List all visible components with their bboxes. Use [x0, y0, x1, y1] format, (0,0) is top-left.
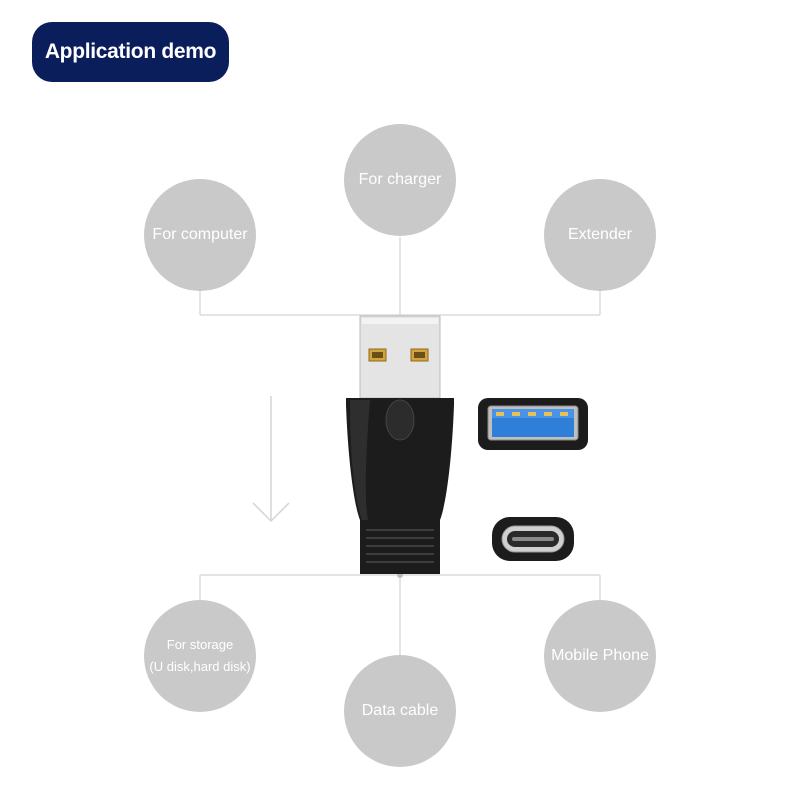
- use-sublabel: (U disk,hard disk): [149, 659, 251, 674]
- adapter-body: [346, 398, 454, 574]
- use-label: For storage: [166, 636, 234, 652]
- bottom-connector-lines: [199, 574, 601, 655]
- page-title: Application demo: [44, 40, 217, 63]
- use-label: Extender: [567, 226, 633, 243]
- use-for-computer: For computer: [144, 179, 256, 291]
- use-label: For charger: [358, 171, 442, 188]
- usb-a-port-view: [478, 398, 588, 450]
- use-mobile-phone: Mobile Phone: [544, 600, 656, 712]
- use-for-storage: For storage (U disk,hard disk): [144, 600, 256, 712]
- use-data-cable: Data cable: [344, 655, 456, 767]
- down-arrow-icon: [252, 396, 290, 523]
- use-for-charger: For charger: [344, 124, 456, 236]
- top-connector-lines: [199, 237, 601, 316]
- usb-c-port-view: [492, 517, 574, 561]
- use-label: Data cable: [361, 702, 439, 719]
- use-label: Mobile Phone: [551, 647, 649, 664]
- use-label: For computer: [152, 226, 248, 243]
- page-title-badge: Application demo: [32, 22, 229, 82]
- usb-a-plug: [359, 315, 441, 399]
- use-extender: Extender: [544, 179, 656, 291]
